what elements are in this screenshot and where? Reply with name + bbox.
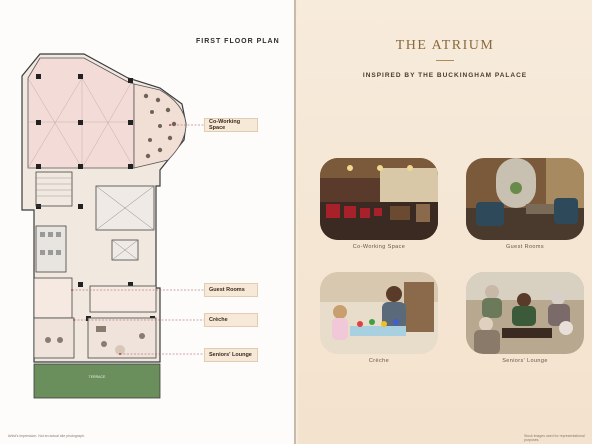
left-stair — [35, 171, 73, 207]
terrace-label: TERRACE — [89, 375, 106, 379]
terrace — [33, 363, 161, 399]
plan-title: FIRST FLOOR PLAN — [196, 38, 280, 45]
tag-seniors-lounge: Seniors' Lounge — [204, 348, 258, 362]
tag-coworking: Co-Working Space — [204, 118, 258, 132]
atrium-footnote: Stock images used for representational p… — [524, 434, 585, 442]
coworking-image — [320, 158, 438, 240]
photo-guest-rooms — [466, 158, 584, 240]
toilet-fixtures — [40, 232, 61, 255]
caption-creche: Crèche — [368, 358, 390, 364]
caption-coworking: Co-Working Space — [352, 244, 406, 250]
stair-treads — [36, 177, 72, 197]
title-divider — [436, 60, 454, 61]
plan-footnote: Artist's impression. Not an actual site … — [8, 434, 85, 438]
floor-plan-page: FIRST FLOOR PLAN — [0, 0, 296, 444]
caption-guest-rooms: Guest Rooms — [505, 244, 545, 250]
room-furniture — [45, 326, 145, 355]
seniors-lounge-image — [466, 272, 584, 354]
photo-seniors-lounge — [466, 272, 584, 354]
floor-plan-drawing: TERRACE — [21, 53, 204, 399]
guest-room-a — [33, 277, 73, 319]
creche-image — [320, 272, 438, 354]
photo-creche — [320, 272, 438, 354]
creche-room — [33, 317, 75, 359]
leader-dots — [71, 124, 171, 355]
atrium-title: THE ATRIUM — [395, 38, 495, 53]
tag-creche: Crèche — [204, 313, 258, 327]
atrium-subtitle: INSPIRED BY THE BUCKINGHAM PALACE — [362, 72, 528, 79]
atrium-page: THE ATRIUM INSPIRED BY THE BUCKINGHAM PA… — [298, 0, 592, 444]
caption-seniors-lounge: Seniors' Lounge — [502, 358, 548, 364]
guest-room-b — [89, 285, 157, 313]
guest-rooms-image — [466, 158, 584, 240]
photo-coworking — [320, 158, 438, 240]
tag-guest-rooms: Guest Rooms — [204, 283, 258, 297]
lounge-furniture — [143, 93, 177, 159]
leader-lines — [72, 124, 204, 355]
